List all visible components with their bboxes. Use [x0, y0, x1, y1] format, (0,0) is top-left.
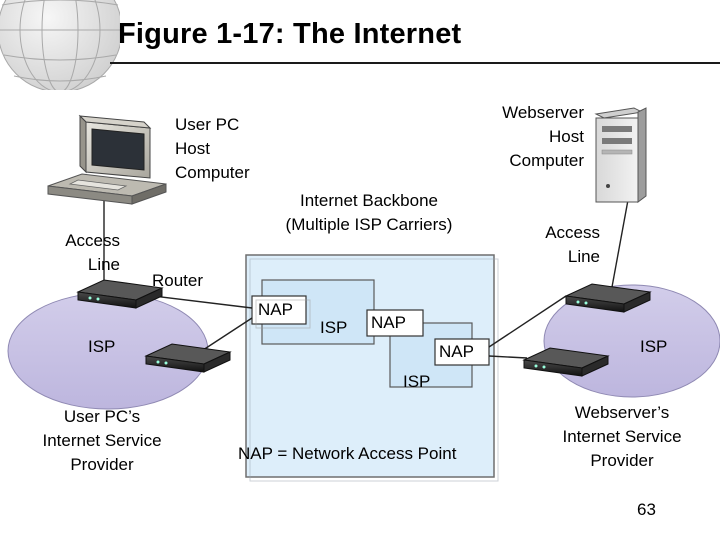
title-divider	[110, 62, 720, 64]
router-icon-left-bottom	[144, 343, 232, 373]
isp-label-left: ISP	[88, 337, 116, 356]
isp-label-right: ISP	[640, 337, 668, 356]
page-title: Figure 1-17: The Internet	[118, 18, 462, 50]
access-line-left-label: Access Line	[65, 231, 120, 274]
router-label: Router	[152, 271, 204, 290]
webserver-tower-icon	[594, 107, 647, 203]
globe-watermark-icon	[0, 0, 120, 90]
nap-box-1	[251, 295, 307, 325]
nap-legend: NAP = Network Access Point	[238, 444, 457, 463]
webserver-label: Webserver Host Computer	[502, 103, 584, 170]
right-isp-provider-label: Webserver’s Internet Service Provider	[562, 403, 682, 470]
user-pc-icon	[47, 114, 167, 205]
backbone-label: Internet Backbone (Multiple ISP Carriers…	[285, 191, 453, 234]
isp-label-backbone-1: ISP	[320, 318, 348, 337]
router-icon-left-top	[76, 279, 164, 309]
user-pc-label: User PC Host Computer	[175, 115, 250, 182]
router-icon-right-top	[564, 283, 652, 313]
page-number: 63	[637, 500, 656, 519]
router-icon-right-bottom	[522, 347, 610, 377]
nap-label-2: NAP	[371, 313, 406, 332]
left-isp-provider-label: User PC’s Internet Service Provider	[42, 407, 162, 474]
isp-label-backbone-2: ISP	[403, 372, 431, 391]
nap-label-3: NAP	[439, 342, 474, 361]
nap-box-3	[434, 338, 490, 366]
nap-label-1: NAP	[258, 300, 293, 319]
access-line-right-label: Access Line	[545, 223, 600, 266]
nap-box-2	[366, 309, 424, 337]
